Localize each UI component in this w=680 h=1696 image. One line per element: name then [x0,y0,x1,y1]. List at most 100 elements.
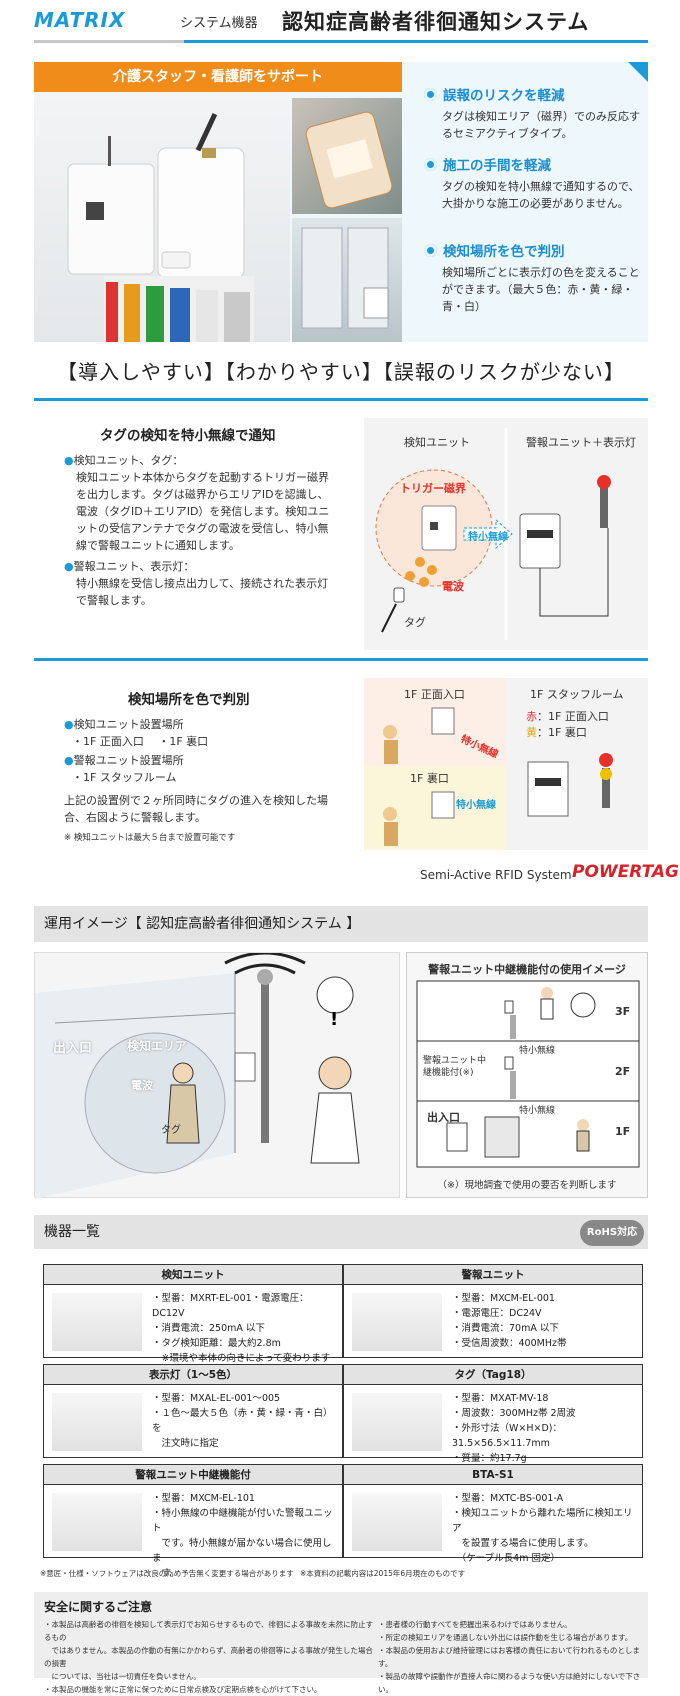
matrix-logo: MATRIX [34,8,126,32]
safety-line: ・患者様の行動すべてを把握出来るわけではありません。 [378,1620,572,1629]
bullet-icon: ● [64,454,74,467]
page-title: 認知症高齢者徘徊通知システム [282,10,590,34]
spec-line: ・消費電流：70mA 以下 [452,1323,559,1334]
bullet-head: 警報ユニット設置場所 [73,754,184,767]
equipment-card: 警報ユニット ・型番：MXCM-EL-001 ・電源電圧：DC24V ・消費電流… [343,1264,643,1358]
tag-illustration [305,111,393,209]
relay-title: 警報ユニット中継機能付の使用イメージ [428,963,626,976]
yellow-legend: 黄：1F 裏口 [526,724,587,740]
spec-line: ※環境や本体の向きによって変わります [152,1353,331,1364]
header-category: システム機器 [180,16,258,31]
support-banner: 介護スタッフ・看護師をサポート [34,62,402,92]
card-specs: ・型番：MXAT-MV-18 ・周波数：300MHz帯 2周波 ・外形寸法（W×… [452,1391,640,1466]
red-text: ：1F 正面入口 [537,710,609,723]
alarm-label: 警報ユニット＋表示灯 [526,436,636,449]
tag-label: タグ [161,1125,181,1136]
card-title: 検知ユニット [44,1265,342,1285]
radio-label: 特小無線 [468,532,508,543]
card-title: 表示灯（1～5色） [44,1365,342,1385]
staff-room-label: 1F スタッフルーム [530,688,624,701]
entrance-label: 出入口 [53,1041,93,1056]
page-header: MATRIX システム機器 認知症高齢者徘徊通知システム [0,0,680,44]
tagline: 【導入しやすい】【わかりやすい】【誤報のリスクが少ない】 [57,360,625,384]
spec-line: ・型番：MXCM-EL-001 [452,1293,555,1304]
wave-label: 電波 [442,580,464,593]
tag-photo [292,98,402,214]
detection-illustration [375,428,611,640]
section-title: 検知場所を色で判別 [128,692,250,708]
card-title: 警報ユニット中継機能付 [44,1465,342,1485]
card-title: タグ（Tag18） [344,1365,642,1385]
equipment-card: 検知ユニット ・型番：MXRT-EL-001・電源電圧：DC12V ・消費電流：… [43,1264,343,1364]
card-specs: ・型番：MXTC-BS-001-A ・検知ユニットから離れた場所に検知エリア を… [452,1491,640,1566]
safety-line: ・製品の故障や誤動作が直接人命に関わるような使い方は絶対にしないで下さい。 [378,1672,641,1694]
installation-photo [292,218,402,342]
safety-line: については、当社は一切責任を負いません。 [44,1672,201,1681]
relay-illustration: 警報ユニット中継機能付の使用イメージ 3F 2F 1F 警報ユニット中継機能付(… [406,952,648,1198]
bullet-icon: ● [64,718,74,731]
spec-line: ・型番：MXAL-EL-001～005 [152,1393,281,1404]
product-image [52,1393,142,1451]
bullet-body: 特小無線を受信し接点出力して、接続された表示灯で警報します。 [76,577,329,607]
bullet-head: 検知ユニット、タグ： [73,454,184,467]
bullet-icon [424,243,437,257]
safety-col-left: ・本製品は高齢者の徘徊を検知して表示灯でお知らせするもので、徘徊による事故を未然… [44,1618,374,1696]
spec-line: ・電源電圧：DC24V [452,1308,542,1319]
spec-line: ・型番：MXRT-EL-001・電源電圧：DC12V [152,1293,309,1319]
relay-label: 警報ユニット中継機能付(※) [423,1056,487,1078]
floor-label: 2F [615,1065,631,1078]
feature-item: 誤報のリスクを軽減 タグは検知エリア（磁界）でのみ反応するセミアクティブタイプ。 [424,84,644,142]
operation-heading: 運用イメージ【 認知症高齢者徘徊通知システム 】 [34,906,648,942]
rohs-badge: RoHS対応 [580,1220,644,1246]
floor-label: 3F [615,1005,631,1018]
powertag-logo: POWERTAG [572,862,679,882]
spec-line: ・消費電流：250mA 以下 [152,1323,265,1334]
product-image [352,1493,442,1551]
spec-line: ・型番：MXAT-MV-18 [452,1393,549,1404]
bullet-head: 警報ユニット、表示灯： [73,560,195,573]
spec-line: ・型番：MXCM-EL-101 [152,1493,255,1504]
header-divider-gray [34,40,184,43]
safety-line: ではありません。本製品の作動の有無にかかわらず、高齢者の徘徊等による事故が発生し… [44,1646,373,1668]
card-title: BTA-S1 [344,1465,642,1485]
detection-area-label: 検知エリア [127,1039,188,1053]
bullet-icon [424,157,437,171]
wall-illustration [301,227,389,329]
floor-label: 1F [615,1125,631,1138]
wave-label: 電波 [131,1079,153,1092]
operation-illustration: ! 出入口 検知エリア 電波 タグ [34,952,400,1199]
section1-text: ●検知ユニット、タグ： 検知ユニット本体からタグを起動するトリガー磁界を出力しま… [64,452,334,609]
feature-body: 検知場所ごとに表示灯の色を変えることができます。（最大５色：赤・黄・緑・青・白） [442,266,640,313]
card-specs: ・型番：MXAL-EL-001～005 ・１色～最大５色（赤・黄・緑・青・白）を… [152,1391,340,1451]
spec-line: ・周波数：300MHz帯 2周波 [452,1408,576,1419]
spec-line: ・特小無線の中継機能が付いた警報ユニット [152,1508,333,1534]
location-diagram: 1F 正面入口 1F 裏口 1F スタッフルーム 赤：1F 正面入口 黄：1F … [364,678,648,850]
product-image [52,1293,142,1351]
feature-body: タグは検知エリア（磁界）でのみ反応するセミアクティブタイプ。 [442,110,640,140]
section2-note: ※ 検知ユニットは最大５台まで設置可能です [64,833,236,843]
safety-line: ・本製品は高齢者の徘徊を検知して表示灯でお知らせするもので、徘徊による事故を未然… [44,1620,374,1642]
safety-line: ・本製品の使用および維持管理にはお客様の責任において行われるものとします。 [378,1646,640,1668]
card-title: 警報ユニット [344,1265,642,1285]
spec-line: ・受信周波数：400MHz帯 [452,1338,567,1349]
floors-illustration [416,980,640,1168]
entrance-label: 出入口 [427,1111,460,1124]
feature-body: タグの検知を特小無線で通知するので、大掛かりな施工の必要がありません。 [442,180,640,210]
product-image [352,1293,442,1351]
radio-label-yellow: 特小無線 [456,800,496,811]
relay-note: （※）現地調査で使用の要否を判断します [437,1180,617,1191]
detector-label: 検知ユニット [404,436,470,449]
product-signature: Semi-Active RFID System [420,868,572,882]
bullet-sub: ・1F 正面入口 ・1F 裏口 [72,735,209,748]
spec-line: す。 [152,1568,180,1579]
equipment-card: タグ（Tag18） ・型番：MXAT-MV-18 ・周波数：300MHz帯 2周… [343,1364,643,1464]
safety-title: 安全に関するご注意 [44,1600,153,1614]
feature-item: 施工の手間を軽減 タグの検知を特小無線で通知するので、大掛かりな施工の必要があり… [424,154,644,212]
trigger-label: トリガー磁界 [400,482,466,495]
spec-line: を設置する場合に使用します。 [452,1538,594,1549]
equipment-card: 警報ユニット中継機能付 ・型番：MXCM-EL-101 ・特小無線の中継機能が付… [43,1464,343,1579]
spec-line: ・型番：MXTC-BS-001-A [452,1493,564,1504]
yellow-text: ：1F 裏口 [537,726,587,739]
bullet-sub: ・1F スタッフルーム [72,771,177,784]
product-photo [34,92,290,342]
